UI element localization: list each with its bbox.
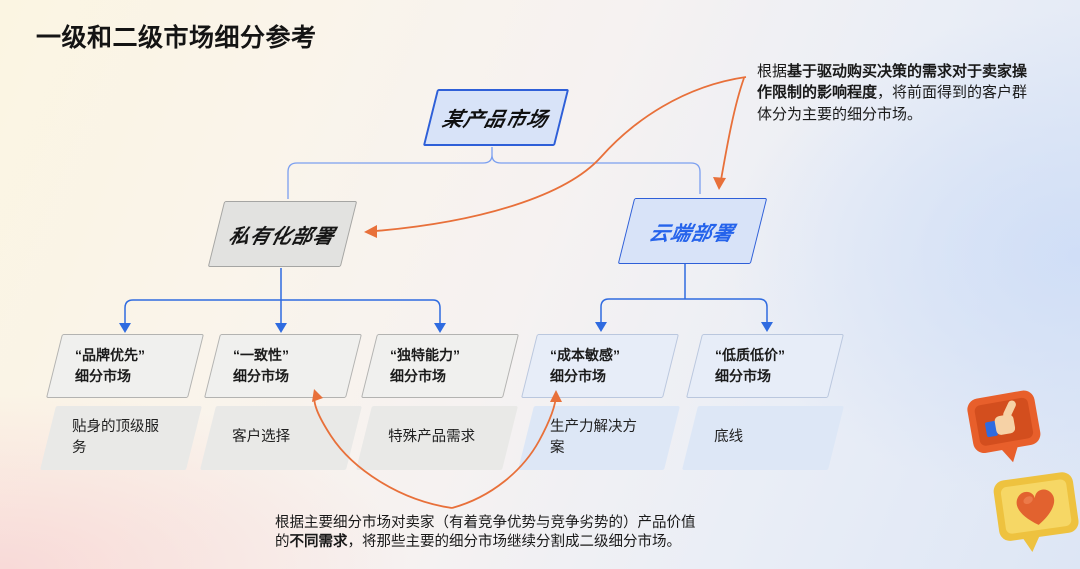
orange-arrow-to-cloud: [720, 77, 745, 181]
segment-label: “品牌优先”细分市场: [75, 347, 145, 384]
desc-label: 底线: [714, 429, 744, 446]
node-root-product-market: 某产品市场: [422, 89, 570, 146]
node-label: 云端部署: [647, 222, 737, 245]
arrowhead-icon: [595, 322, 607, 332]
desc-node-special-product-need: 特殊产品需求: [356, 406, 518, 470]
segment-label: “一致性”细分市场: [233, 347, 289, 384]
root-bracket-connector: [287, 147, 701, 199]
arrowhead-icon: [119, 323, 131, 333]
segment-node-consistency: “一致性”细分市场: [204, 334, 362, 398]
segment-node-brand-first: “品牌优先”细分市场: [46, 334, 204, 398]
node-label: 某产品市场: [440, 109, 551, 131]
arrowhead-icon: [713, 177, 726, 190]
segment-node-cost-sensitive: “成本敏感”细分市场: [521, 334, 679, 398]
desc-label: 特殊产品需求: [388, 429, 476, 446]
desc-label: 客户选择: [232, 429, 291, 446]
segment-label: “独特能力”细分市场: [390, 347, 460, 384]
desc-node-productivity-solution: 生产力解决方案: [518, 406, 680, 470]
arrowhead-icon: [364, 225, 377, 238]
segment-node-unique-capability: “独特能力”细分市场: [361, 334, 519, 398]
segment-label: “低质低价”细分市场: [715, 347, 785, 384]
arrowhead-icon: [434, 323, 446, 333]
segment-node-low-quality-low-price: “低质低价”细分市场: [686, 334, 844, 398]
desc-node-customer-choice: 客户选择: [200, 406, 362, 470]
node-label: 私有化部署: [226, 225, 338, 248]
arrowhead-icon: [761, 322, 773, 332]
segment-label: “成本敏感”细分市场: [550, 347, 620, 384]
annotation-bottom: 根据主要细分市场对卖家（有着竞争优势与竞争劣势的）产品价值的不同需求，将那些主要…: [275, 515, 696, 551]
arrowhead-icon: [275, 323, 287, 333]
desc-node-top-service: 贴身的顶级服务: [40, 406, 202, 470]
desc-node-bottom-line: 底线: [682, 406, 844, 470]
cloud-subtree-connector: [600, 264, 768, 323]
node-cloud-deployment: 云端部署: [617, 198, 768, 264]
desc-label: 生产力解决方案: [550, 418, 637, 456]
thumbs-up-icon: [967, 390, 1041, 463]
heart-icon: [993, 472, 1079, 553]
page-title: 一级和二级市场细分参考: [36, 24, 317, 52]
private-subtree-connector: [124, 268, 441, 324]
annotation-top-right: 根据基于驱动购买决策的需求对于卖家操作限制的影响程度，将前面得到的客户群体分为主…: [757, 63, 1028, 123]
desc-label: 贴身的顶级服务: [72, 418, 159, 456]
node-private-deployment: 私有化部署: [207, 201, 358, 267]
